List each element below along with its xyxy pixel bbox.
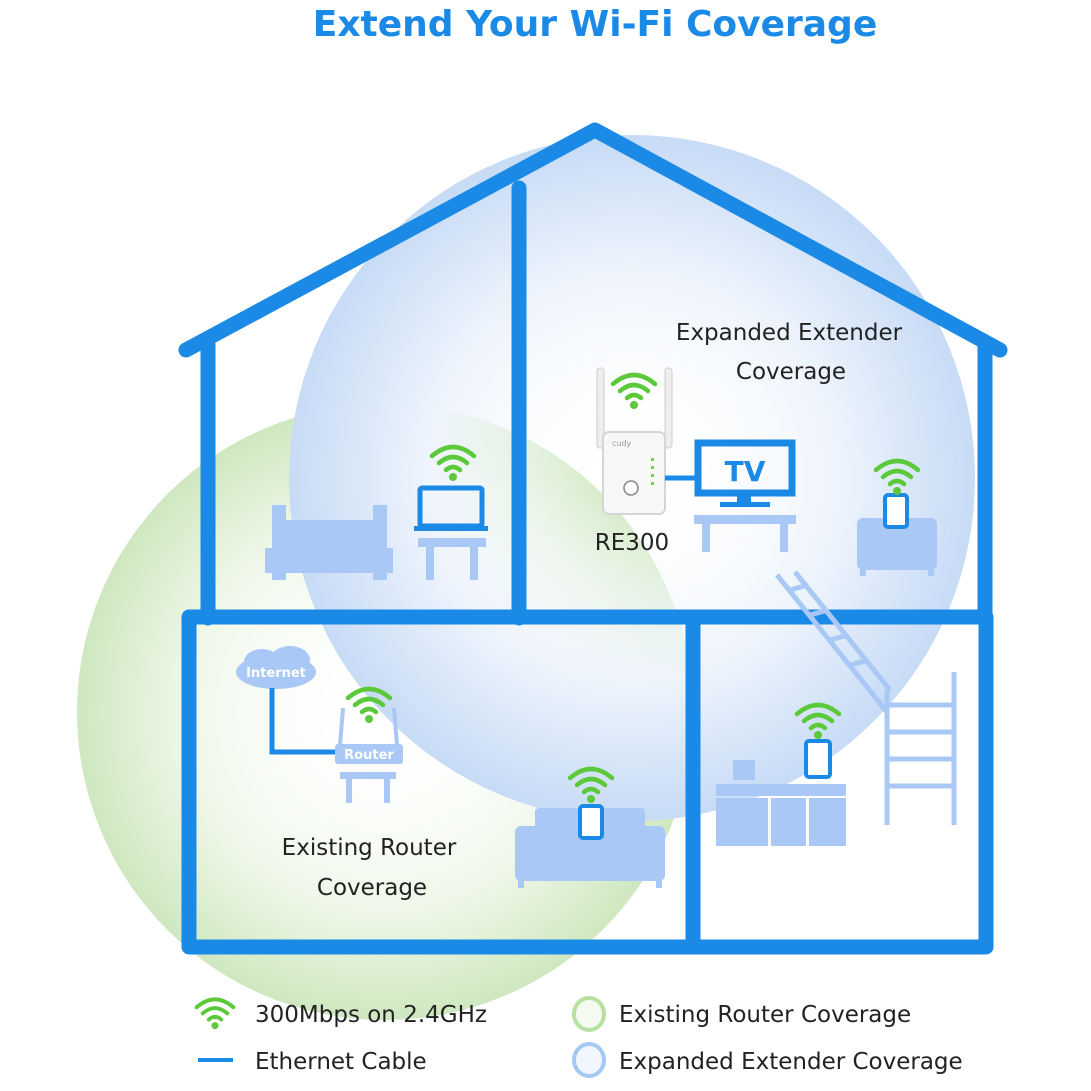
- armchair-with-phone: [857, 493, 937, 576]
- legend-label-ethernet: Ethernet Cable: [255, 1049, 427, 1075]
- extender-coverage-label-line1: Expanded Extender: [676, 320, 903, 346]
- page-title: Extend Your Wi-Fi Coverage: [313, 4, 878, 45]
- phone-icon: [804, 739, 832, 779]
- tv-label: TV: [725, 455, 766, 488]
- tv: TV: [694, 439, 796, 507]
- router-label: Router: [344, 748, 394, 763]
- internet-cloud: Internet: [236, 646, 316, 689]
- legend-green-circle-icon: [572, 996, 606, 1032]
- legend-label-extender-coverage: Expanded Extender Coverage: [619, 1049, 963, 1075]
- sofa-with-phone: [515, 804, 665, 888]
- extender-model-label: RE300: [595, 530, 669, 556]
- house-outline: [178, 122, 1008, 955]
- bed: [265, 505, 393, 580]
- legend-label-wifi: 300Mbps on 2.4GHz: [255, 1002, 487, 1028]
- tv-table: [694, 515, 796, 552]
- extender-coverage-label-line2: Coverage: [736, 359, 846, 385]
- legend-wifi-icon: [194, 997, 236, 1030]
- extender-brand: cudy: [612, 439, 632, 448]
- router: Router: [335, 707, 403, 803]
- phone-icon: [883, 493, 909, 529]
- router-coverage-label-line1: Existing Router: [282, 835, 457, 861]
- legend: 300Mbps on 2.4GHz Ethernet Cable Existin…: [194, 996, 963, 1078]
- legend-label-router-coverage: Existing Router Coverage: [619, 1002, 911, 1028]
- staircase: [775, 570, 957, 825]
- laptop-desk: [414, 485, 488, 580]
- internet-label: Internet: [246, 666, 306, 681]
- re300-extender: cudy: [596, 367, 673, 515]
- legend-blue-circle-icon: [572, 1042, 606, 1078]
- kitchen-counter: [716, 760, 846, 846]
- ethernet-cable: [269, 688, 340, 755]
- phone-icon: [578, 804, 604, 840]
- router-coverage-label-line2: Coverage: [317, 875, 427, 901]
